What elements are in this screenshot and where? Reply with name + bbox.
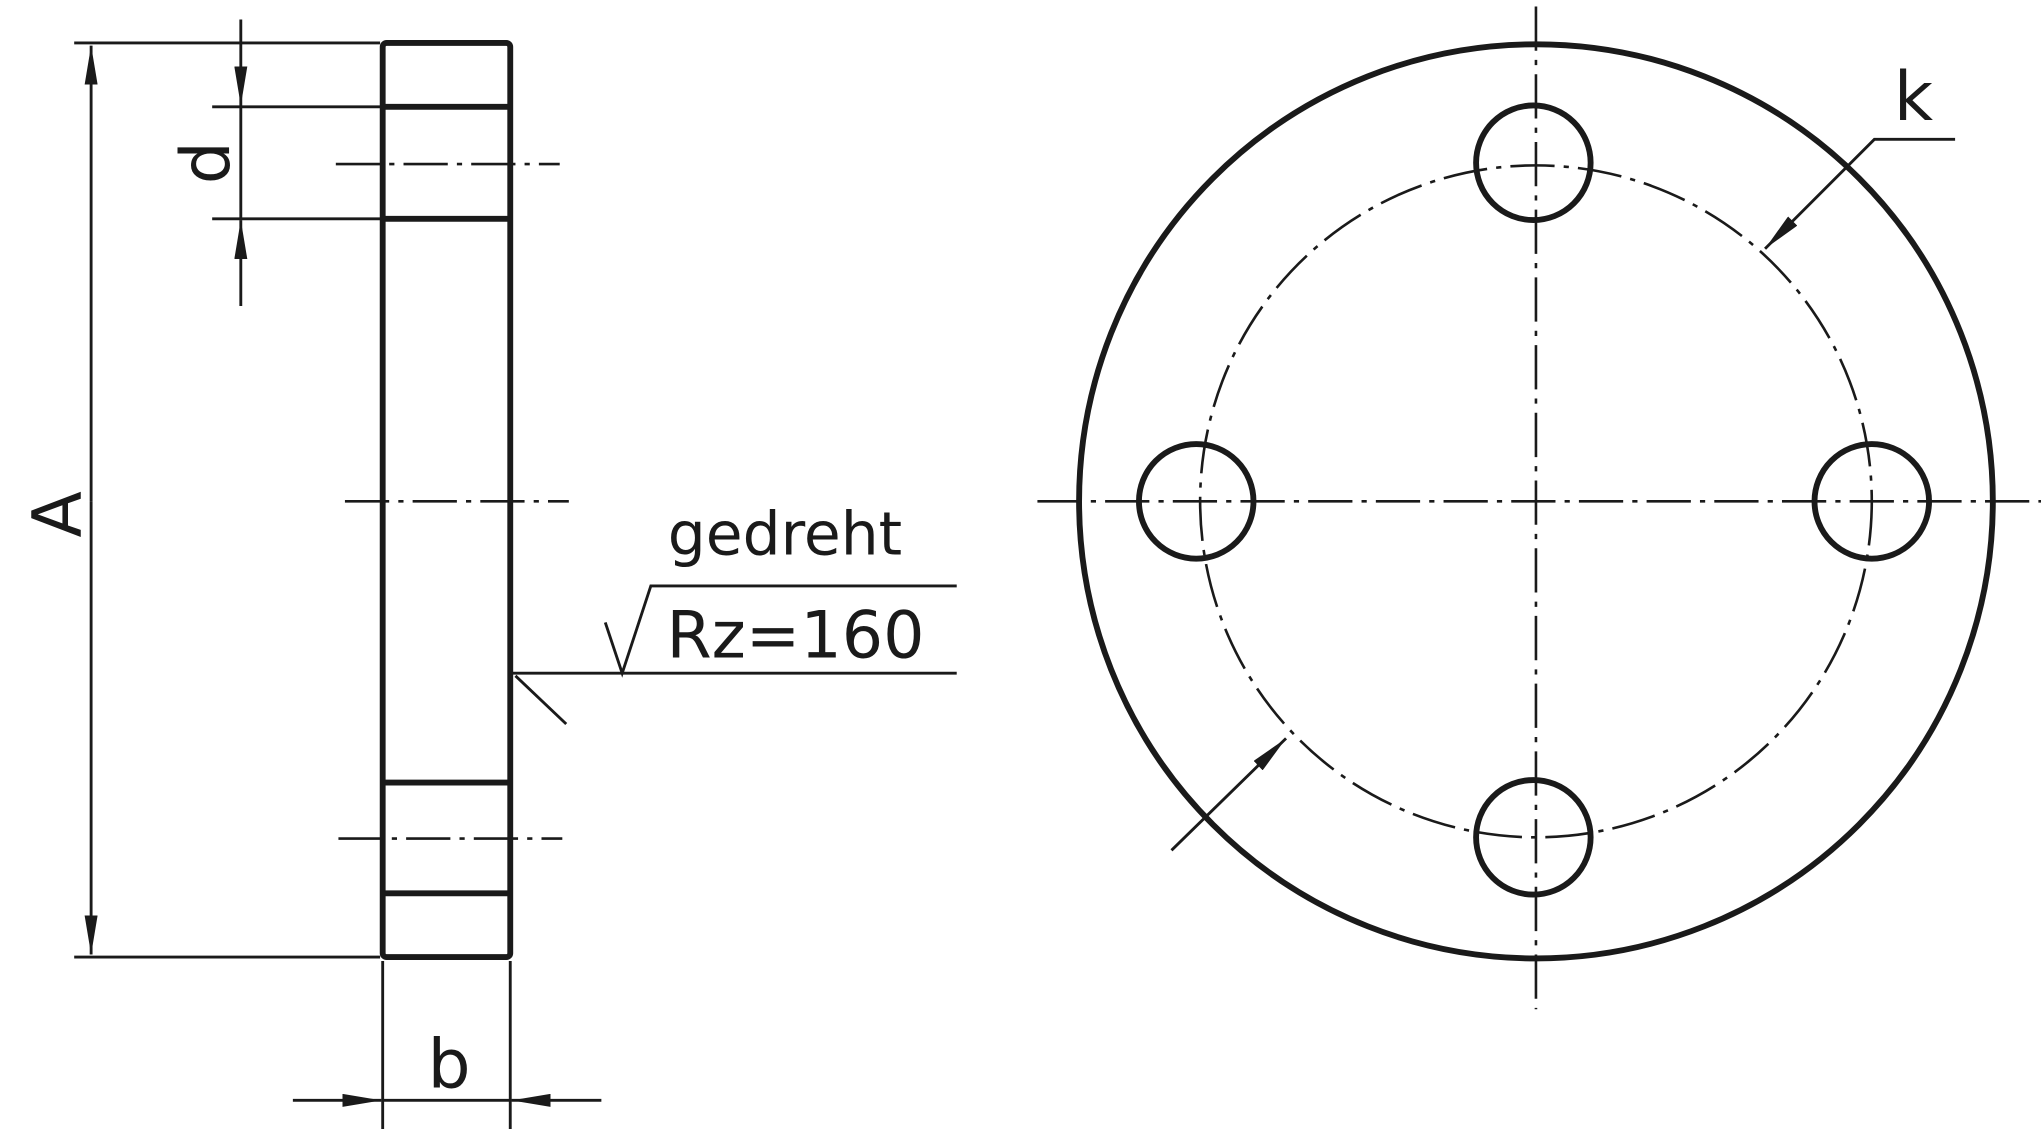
bolt-hole [1473,102,1594,224]
surface-finish-symbol: gedreht Rz=160 [512,500,957,726]
dimension-A: A [18,41,381,959]
dimension-b: b [292,961,602,1129]
dimension-label-b: b [428,1024,471,1103]
dimension-label-A: A [18,491,97,537]
dimension-label-d: d [166,141,245,184]
dimension-label-k: k [1894,57,1933,136]
surface-note: gedreht [668,500,902,570]
side-view [335,40,569,961]
bolt-hole [1473,777,1594,898]
front-view [1037,6,2041,1010]
roughness-value: Rz=160 [666,599,924,674]
dimension-k: k [1170,57,1956,852]
dimension-d: d [166,19,381,307]
